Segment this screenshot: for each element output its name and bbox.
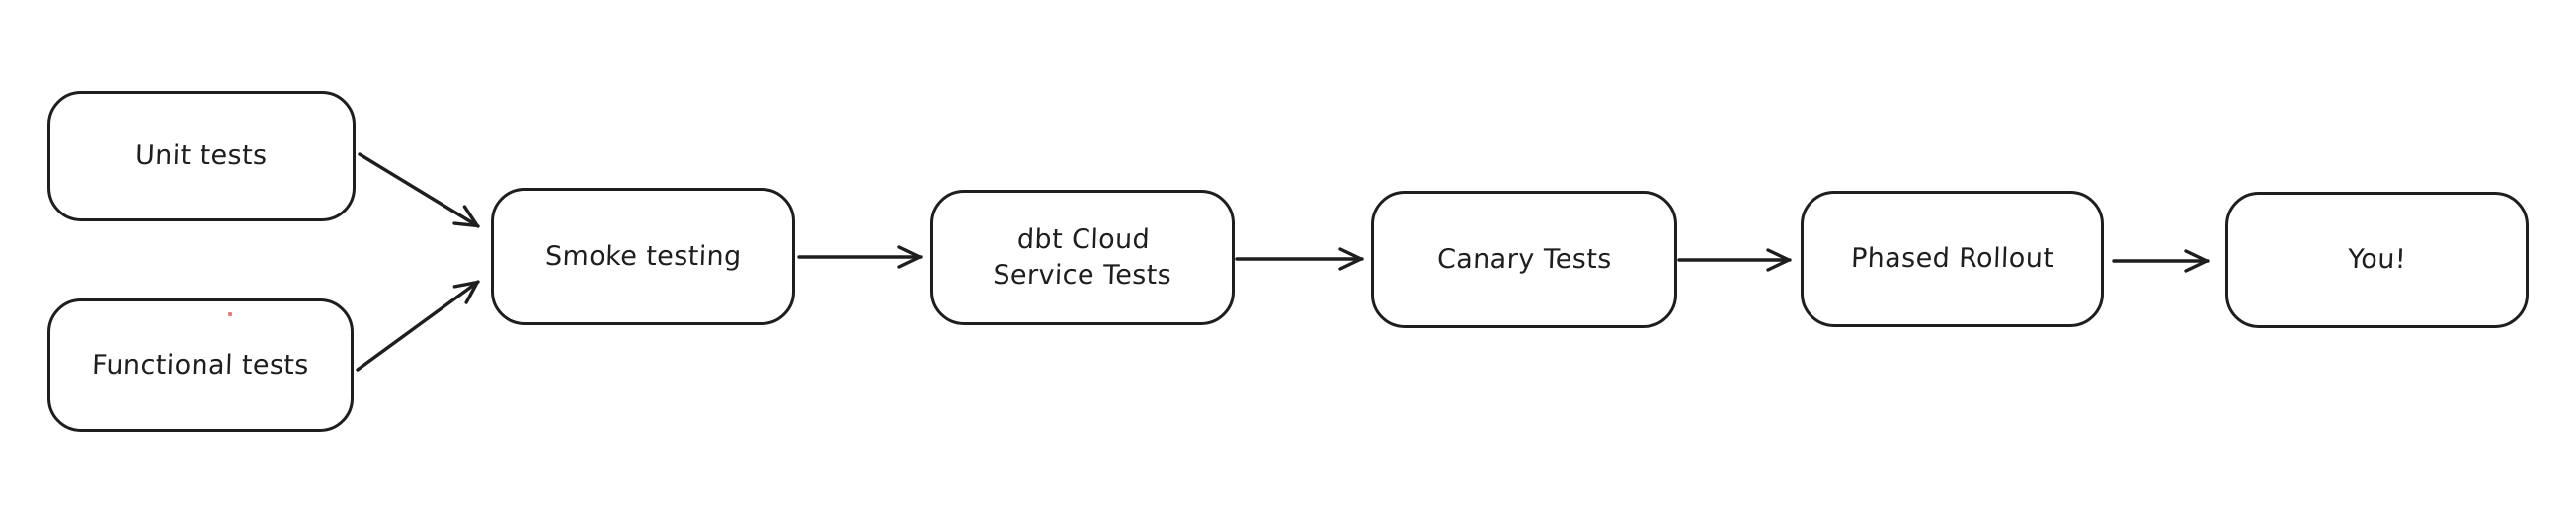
node-canary-tests-label: Canary Tests — [1436, 243, 1612, 275]
node-unit-tests[interactable]: Unit tests — [47, 91, 356, 221]
node-smoke-testing-label: Smoke testing — [544, 240, 742, 272]
node-functional-tests-label: Functional tests — [91, 349, 310, 381]
arrow-unit-to-smoke[interactable] — [358, 152, 480, 228]
node-you-label: You! — [2347, 244, 2407, 276]
node-you[interactable]: You! — [2225, 192, 2529, 328]
node-smoke-testing[interactable]: Smoke testing — [491, 188, 795, 325]
node-phased-rollout-label: Phased Rollout — [1850, 243, 2054, 275]
node-functional-tests[interactable]: Functional tests — [47, 298, 354, 432]
arrow-functional-to-smoke[interactable] — [356, 280, 480, 372]
node-canary-tests[interactable]: Canary Tests — [1371, 191, 1677, 328]
node-phased-rollout[interactable]: Phased Rollout — [1801, 191, 2104, 327]
red-dot-artifact — [228, 312, 232, 316]
node-dbt-cloud-service-tests-label: dbt Cloud Service Tests — [992, 223, 1172, 291]
node-unit-tests-label: Unit tests — [134, 140, 269, 172]
node-dbt-cloud-service-tests[interactable]: dbt Cloud Service Tests — [930, 190, 1235, 325]
